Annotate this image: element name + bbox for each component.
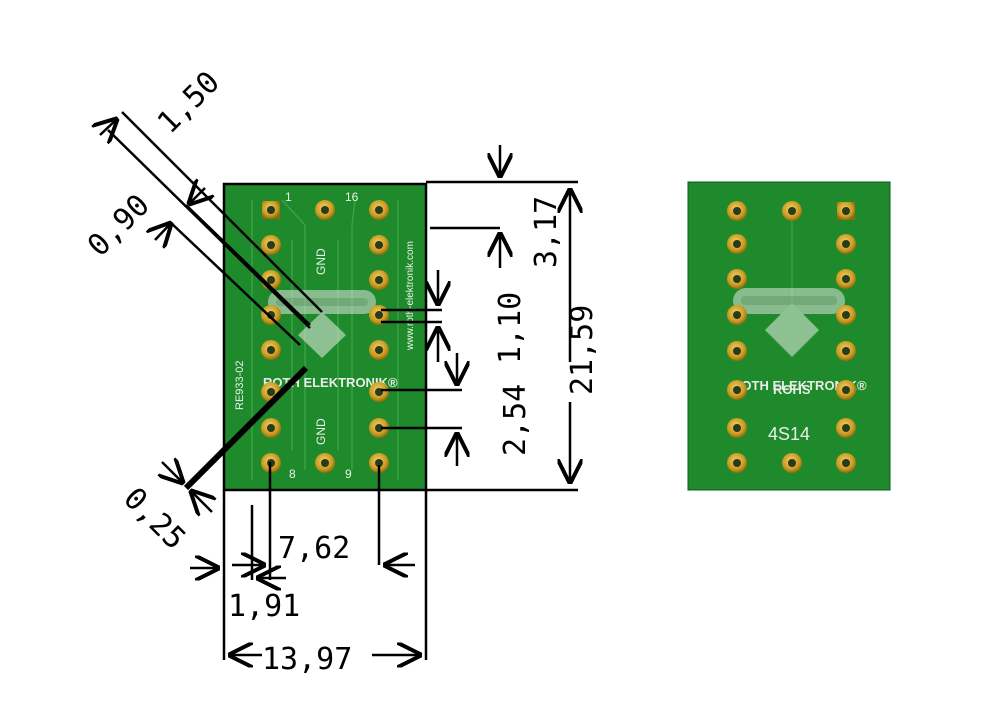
dim-13-97: 13,97 xyxy=(262,642,352,677)
dim-1-10: 1,10 xyxy=(493,292,528,364)
pin8-label: 8 xyxy=(289,467,296,481)
back-logo-watermark xyxy=(733,288,845,357)
dim-2-54: 2,54 xyxy=(498,384,533,456)
trace-width-marker xyxy=(183,365,309,491)
dimension-lines xyxy=(100,111,578,660)
front-pcb: 1 16 8 9 GND GND RE933-02 www.roth-elekt… xyxy=(222,182,428,492)
part-code: RE933-02 xyxy=(234,360,246,410)
website-label: www.roth-elektronik.com xyxy=(405,241,416,351)
front-pads xyxy=(261,200,389,473)
roth-logo-watermark xyxy=(268,290,376,358)
dim-7-62: 7,62 xyxy=(278,531,350,566)
gnd-label-bottom: GND xyxy=(314,418,328,445)
pin16-label: 16 xyxy=(345,190,359,204)
pcb-traces xyxy=(251,199,399,480)
pad-column-left xyxy=(261,235,281,473)
dim-1-91: 1,91 xyxy=(228,589,300,624)
rohs-label: ROHS xyxy=(773,382,811,397)
pin1-label: 1 xyxy=(285,190,292,204)
dim-21-59: 21,59 xyxy=(565,305,600,395)
back-pcb: ROTH ELEKTRONIK® ROHS 4S14 xyxy=(687,181,891,491)
back-brand-label: ROTH ELEKTRONIK® xyxy=(732,378,867,393)
back-code: 4S14 xyxy=(768,424,810,444)
gnd-label-top: GND xyxy=(314,248,328,275)
dim-0-25: 0,25 xyxy=(116,481,192,557)
pin9-label: 9 xyxy=(345,467,352,481)
dim-1-50: 1,50 xyxy=(151,65,227,141)
dim-0-90: 0,90 xyxy=(81,188,157,264)
back-pads xyxy=(727,201,856,473)
dim-3-17: 3,17 xyxy=(529,196,564,268)
